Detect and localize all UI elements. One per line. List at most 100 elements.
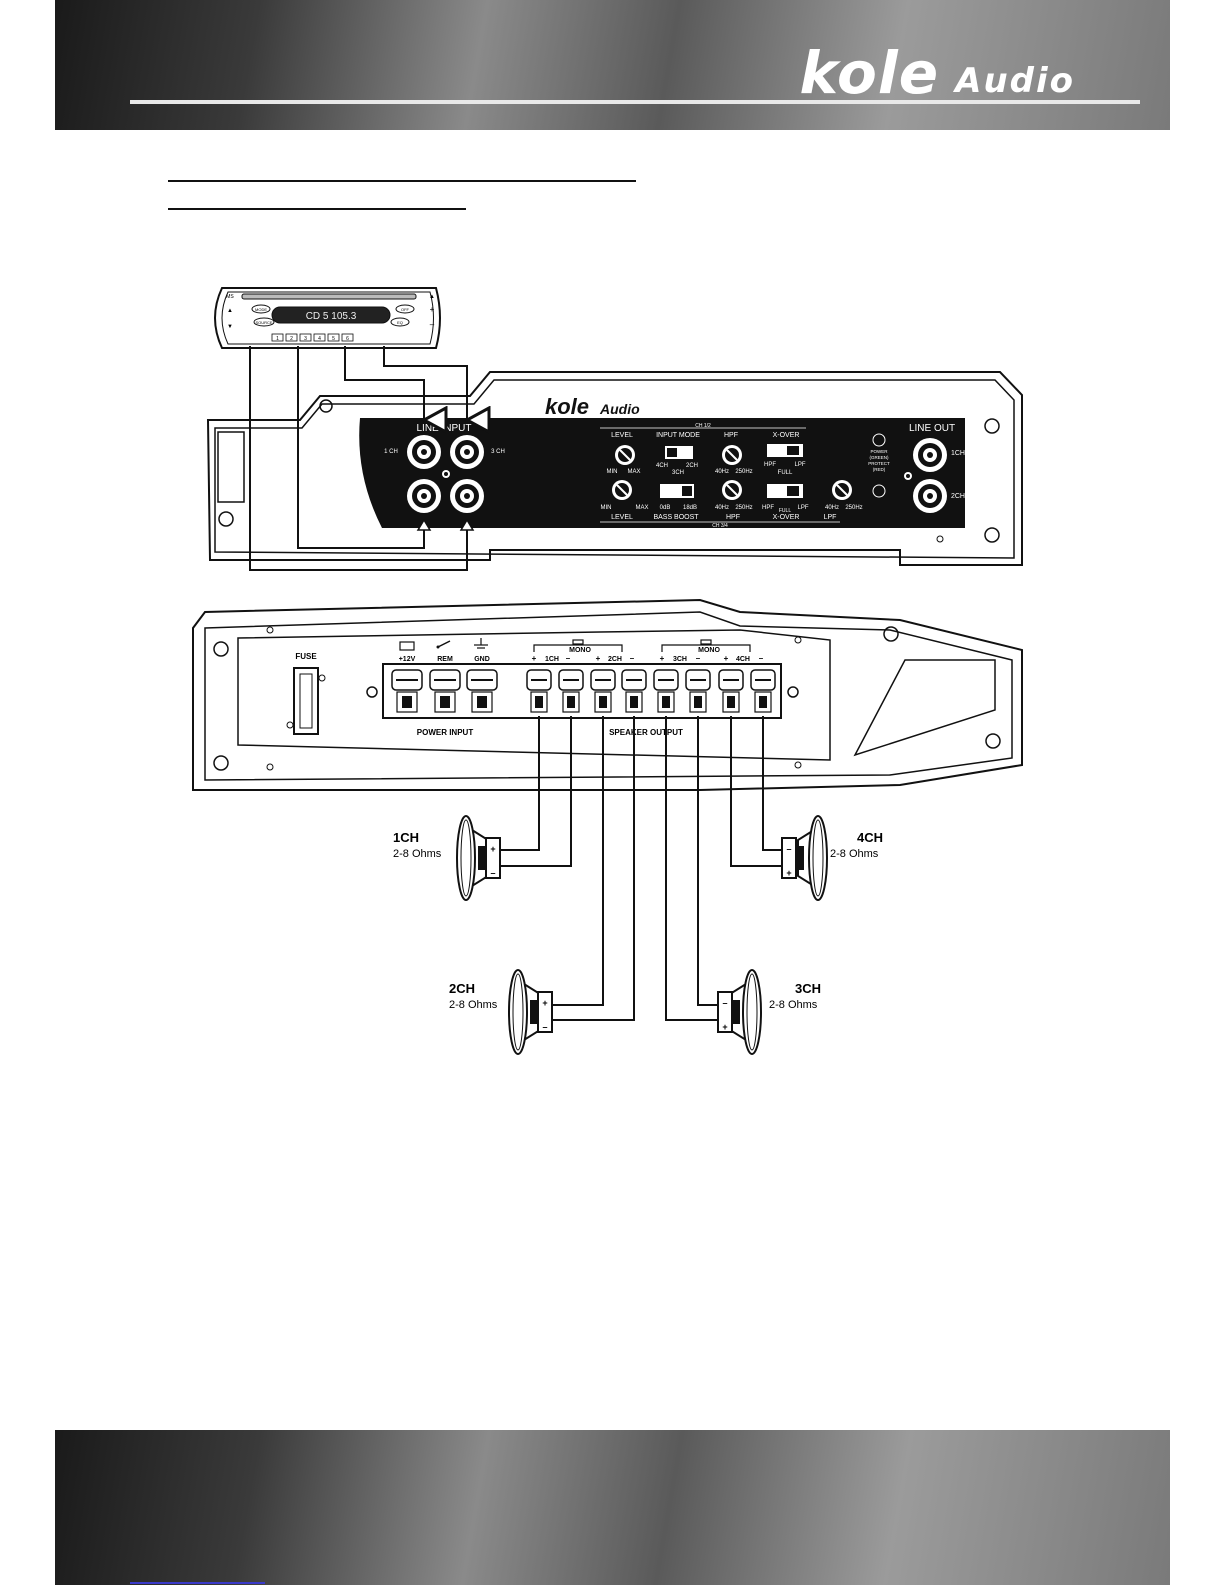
speaker-terminal[interactable] — [590, 669, 616, 713]
bass-boost-switch[interactable] — [660, 484, 694, 498]
speaker-terminal[interactable] — [750, 669, 776, 713]
power-terminal[interactable] — [429, 669, 461, 713]
in-3ch-label: 3 CH — [491, 449, 505, 455]
ch12-label: CH 1/2 — [695, 423, 711, 429]
preset-label: 6 — [346, 336, 349, 342]
plus-2ch: + — [596, 654, 601, 663]
speaker-terminal[interactable] — [653, 669, 679, 713]
rca-jack[interactable] — [450, 435, 484, 469]
term-1ch-label: 1CH — [545, 656, 559, 663]
hz-low-label: 40Hz — [715, 469, 729, 475]
speaker-3ch-ohms: 2-8 Ohms — [769, 999, 818, 1011]
speaker-terminal[interactable] — [621, 669, 647, 713]
protect-led — [872, 484, 886, 498]
hpf-knob-2[interactable] — [722, 480, 742, 500]
speaker-1ch-label: 1CH — [393, 830, 419, 845]
speaker-4ch-ohms: 2-8 Ohms — [830, 848, 879, 860]
line-input-label: LINE INPUT — [416, 423, 471, 434]
term-3ch-label: 3CH — [673, 656, 687, 663]
side-right-1: + — [430, 305, 435, 314]
min-label: MIN — [607, 469, 618, 475]
rca-jack[interactable] — [407, 479, 441, 513]
preset-button[interactable] — [327, 333, 340, 342]
minus-4ch: – — [759, 654, 764, 663]
db0-label: 0dB — [660, 505, 671, 511]
preset-button[interactable] — [299, 333, 312, 342]
hpf-label: HPF — [764, 462, 776, 468]
bottom-level-label: LEVEL — [611, 514, 633, 521]
lpf-knob[interactable] — [832, 480, 852, 500]
rca-jack[interactable] — [913, 438, 947, 472]
mode-3ch-label: 3CH — [672, 470, 684, 476]
footer-band — [55, 1430, 1170, 1585]
speaker-2ch: + – — [508, 969, 553, 1055]
speaker-wires — [498, 716, 788, 1021]
preset-button[interactable] — [341, 333, 354, 342]
preset-button[interactable] — [285, 333, 298, 342]
speaker-output-label: SPEAKER OUTPUT — [609, 728, 683, 737]
speaker-4ch-plus: + — [786, 868, 791, 878]
speaker-4ch-minus: – — [786, 844, 791, 854]
xover-switch-2[interactable] — [767, 484, 803, 498]
top-level-label: LEVEL — [611, 432, 633, 439]
power-terminal[interactable] — [391, 669, 423, 713]
term-12v-label: +12V — [399, 656, 416, 663]
hz-high-label: 250Hz — [735, 469, 752, 475]
red-label: (RED) — [873, 467, 886, 472]
speaker-terminal[interactable] — [718, 669, 744, 713]
speaker-terminal[interactable] — [685, 669, 711, 713]
brand-logo: kole Audio — [800, 44, 1075, 102]
hpf-knob[interactable] — [722, 445, 742, 465]
mode-button[interactable] — [251, 304, 271, 314]
speaker-2ch-plus: + — [542, 998, 547, 1008]
eq-button[interactable] — [390, 317, 410, 327]
power-label: POWER — [870, 449, 888, 454]
speaker-3ch-plus: + — [722, 1022, 727, 1032]
xover-switch[interactable] — [767, 444, 803, 457]
preset-label: 3 — [304, 336, 307, 342]
logo-audio: Audio — [955, 61, 1075, 101]
max-label-2: MAX — [635, 505, 648, 511]
speaker-1ch-minus: – — [490, 868, 495, 878]
source-button-label: SOURCE — [255, 320, 272, 325]
off-button[interactable] — [395, 304, 415, 314]
speaker-terminal[interactable] — [526, 669, 552, 713]
preset-button[interactable] — [313, 333, 326, 342]
level-knob[interactable] — [615, 445, 635, 465]
rca-jack[interactable] — [450, 479, 484, 513]
header-rule — [130, 100, 1140, 104]
side-left-1: ▲ — [227, 308, 233, 314]
full-label: FULL — [778, 470, 793, 476]
level-knob-2[interactable] — [612, 480, 632, 500]
speaker-2ch-ohms: 2-8 Ohms — [449, 999, 498, 1011]
amp-back-panel: FUSE +12V REM GND MONO MONO + 1CH – + 2C… — [192, 598, 1023, 791]
speaker-1ch-ohms: 2-8 Ohms — [393, 848, 442, 860]
control-panel — [359, 418, 965, 528]
mode-4ch-label: 4CH — [656, 463, 668, 469]
mode-button-label: MODE — [255, 307, 267, 312]
preset-label: 5 — [332, 336, 335, 342]
side-left-2: ▼ — [227, 324, 233, 330]
ground-icon — [474, 638, 488, 649]
speaker-4ch: – + — [781, 815, 828, 901]
bottom-hpf-label: HPF — [726, 514, 740, 521]
protect-label: PROTECT — [868, 461, 890, 466]
speaker-terminal[interactable] — [558, 669, 584, 713]
power-terminal[interactable] — [466, 669, 498, 713]
rca-jack[interactable] — [913, 479, 947, 513]
out-2ch-label: 2CH — [951, 493, 965, 500]
source-button[interactable] — [253, 317, 275, 327]
plus-4ch: + — [724, 654, 729, 663]
term-gnd-label: GND — [474, 656, 490, 663]
lpf-label-2: LPF — [797, 505, 808, 511]
input-mode-switch[interactable] — [665, 446, 693, 459]
preset-button[interactable] — [271, 333, 284, 342]
footer-link-underline — [130, 1582, 265, 1584]
speaker-3ch-minus: – — [722, 998, 727, 1008]
rca-jack[interactable] — [407, 435, 441, 469]
hz-low-label-3: 40Hz — [825, 505, 839, 511]
min-label-2: MIN — [601, 505, 612, 511]
